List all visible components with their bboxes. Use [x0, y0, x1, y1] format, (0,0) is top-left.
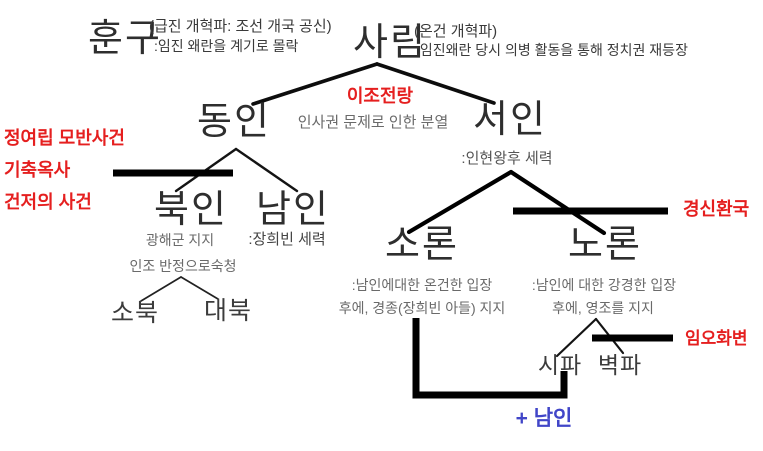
node-sarim: 사림 — [353, 22, 427, 64]
branch-dongin-namin-line — [234, 147, 299, 193]
branch-seoin-soron-line — [406, 169, 514, 235]
node-namin: 남인 — [256, 189, 330, 231]
branch-noron-sipa-line — [555, 317, 598, 358]
branch-sarim-dongin-line — [251, 62, 379, 106]
merge-label-namin: + 남인 — [515, 407, 573, 430]
node-bukin: 북인 — [154, 189, 228, 231]
node-seoin-desc: :인현왕후 세력 — [461, 150, 553, 167]
event-label-ijojeonrang: 이조전랑 — [346, 86, 414, 106]
node-noron-desc2: 후에, 영조를 지지 — [552, 300, 654, 316]
soron-to-sipa-connector-line — [412, 318, 568, 399]
node-sarim-note1: (온건 개혁파) — [414, 23, 498, 40]
branch-bukin-daebuk-line — [180, 276, 219, 300]
node-soron: 소론 — [385, 224, 459, 266]
event-label-gyeongsinhwanguk: 경신환국 — [683, 199, 750, 219]
event-label-jeongyeorip: 정여립 모반사건 — [4, 128, 125, 148]
split-desc: 인사권 문제로 인한 분열 — [297, 114, 449, 131]
branch-seoin-noron-line — [508, 169, 607, 236]
node-dongin: 동인 — [197, 101, 271, 143]
node-soron-desc2: 후에, 경종(장희빈 아들) 지지 — [338, 300, 506, 316]
node-daebuk: 대북 — [203, 297, 253, 325]
node-sarim-note2: :임진왜란 당시 의병 활동을 통해 정치권 재등장 — [416, 42, 688, 58]
node-sobuk: 소북 — [110, 299, 160, 327]
branch-bukin-sobuk-line — [140, 276, 182, 302]
node-bukin-desc1: 광해군 지지 — [145, 232, 215, 248]
event-label-gichukoksa: 기축옥사 — [4, 160, 71, 180]
node-bukin-desc2: 인조 반정으로숙청 — [129, 258, 237, 274]
node-noron-desc1: :남인에 대한 강경한 입장 — [531, 277, 677, 293]
node-sipa: 시파 — [537, 352, 583, 378]
branch-sarim-seoin-line — [375, 62, 496, 105]
node-namin-desc: :장희빈 세력 — [248, 231, 326, 248]
node-hungu-note2: :임진 왜란을 계기로 몰락 — [154, 38, 299, 54]
node-hungu-note1: (급진 개혁파: 조선 개국 공신) — [149, 18, 332, 35]
node-soron-desc1: :남인에대한 온건한 입장 — [351, 277, 493, 293]
node-hungu: 훈구 — [88, 18, 162, 60]
event-label-imohwabyeon: 임오화변 — [685, 329, 748, 348]
event-label-geonjeoui: 건저의 사건 — [4, 192, 92, 212]
node-byeokpa: 벽파 — [597, 352, 643, 378]
node-seoin: 서인 — [473, 99, 547, 141]
node-noron: 노론 — [568, 224, 642, 266]
